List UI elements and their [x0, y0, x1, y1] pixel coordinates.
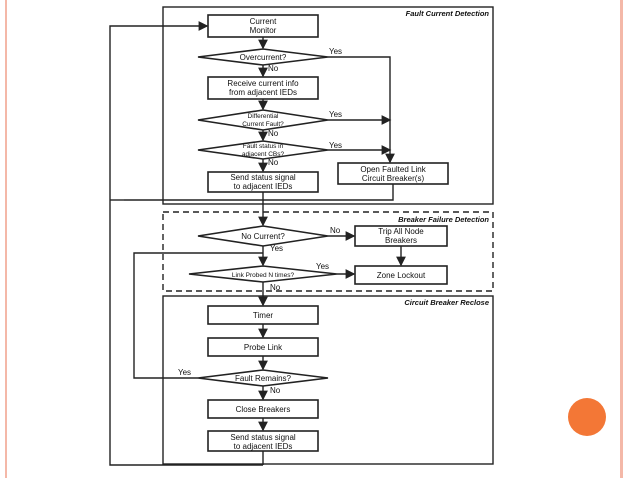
zone-lockout-box	[354, 265, 448, 285]
left-accent-stripe	[5, 0, 7, 478]
timer-label: Timer	[253, 311, 273, 320]
receive-info-line2: from adjacent IEDs	[229, 88, 297, 97]
fault-remains-no: No	[270, 386, 281, 395]
differential-line2: Current Fault?	[242, 121, 284, 128]
no-current-no: No	[330, 226, 341, 235]
open-faulted-line2: Circuit Breaker(s)	[362, 174, 425, 183]
send-status-1-line1: Send status signal	[230, 173, 296, 182]
open-faulted-line1: Open Faulted Link	[360, 165, 426, 174]
current-monitor-line1: Current	[250, 17, 277, 26]
section-title-breaker-failure: Breaker Failure Detection	[398, 215, 489, 224]
differential-no: No	[268, 129, 279, 138]
current-monitor-line2: Monitor	[250, 26, 277, 35]
overcurrent-no: No	[268, 64, 279, 73]
overcurrent-label: Overcurrent?	[240, 53, 287, 62]
fault-status-no: No	[268, 158, 279, 167]
link-probed-yes: Yes	[316, 262, 329, 271]
fault-remains-label: Fault Remains?	[235, 374, 292, 383]
reclose-frame	[162, 295, 494, 465]
trip-all-line1: Trip All Node	[378, 227, 424, 236]
fault-status-line1: Fault status in	[243, 143, 284, 150]
send-status-2-line2: to adjacent IEDs	[234, 442, 293, 451]
no-current-yes: Yes	[270, 244, 283, 253]
receive-info-line1: Receive current info	[227, 79, 299, 88]
zone-lockout-label: Zone Lockout	[377, 271, 426, 280]
right-accent-stripe	[620, 0, 623, 478]
fault-remains-yes: Yes	[178, 368, 191, 377]
fault-current-frame	[162, 6, 494, 205]
orange-decor-circle	[568, 398, 606, 436]
fault-status-line2: adjacent CBs?	[242, 151, 285, 158]
probe-link-label: Probe Link	[244, 343, 283, 352]
differential-yes: Yes	[329, 110, 342, 119]
link-probed-label: Link Probed N times?	[232, 272, 295, 279]
no-current-label: No Current?	[241, 232, 285, 241]
overcurrent-yes: Yes	[329, 47, 342, 56]
breaker-failure-frame	[162, 211, 494, 292]
fault-status-yes: Yes	[329, 141, 342, 150]
close-breakers-label: Close Breakers	[236, 405, 291, 414]
section-title-reclose: Circuit Breaker Reclose	[404, 298, 489, 307]
link-probed-no: No	[270, 283, 281, 292]
trip-all-line2: Breakers	[385, 236, 417, 245]
section-title-fault-current: Fault Current Detection	[406, 9, 490, 18]
differential-line1: Differential	[248, 113, 280, 120]
send-status-2-line1: Send status signal	[230, 433, 296, 442]
send-status-1-line2: to adjacent IEDs	[234, 182, 293, 191]
